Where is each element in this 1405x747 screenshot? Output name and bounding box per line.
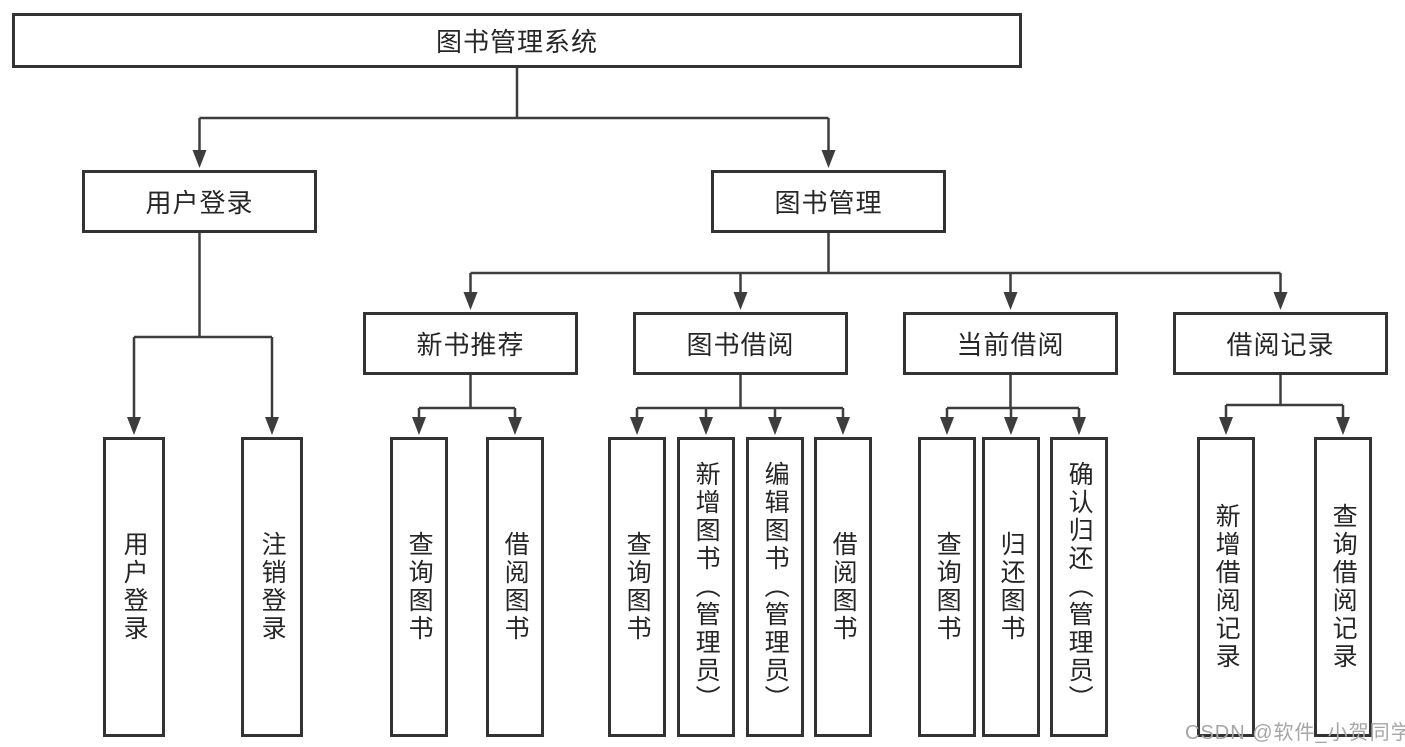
leaf-current-confirm-return-admin: 确认归还（管理员）: [1050, 437, 1108, 737]
leaf-records-query-borrow-record-label: 查询借阅记录: [1329, 503, 1358, 671]
node-root-system: 图书管理系统: [12, 13, 1022, 68]
leaf-current-query-books: 查询图书: [918, 437, 976, 737]
leaf-newbooks-borrow-books: 借阅图书: [486, 437, 544, 737]
leaf-borrowing-query-books: 查询图书: [608, 437, 666, 737]
leaf-borrowing-borrow-books-label: 借阅图书: [829, 531, 858, 643]
leaf-borrowing-borrow-books: 借阅图书: [814, 437, 872, 737]
leaf-current-query-books-label: 查询图书: [933, 531, 962, 643]
node-borrow-records-label: 借阅记录: [1226, 330, 1335, 360]
leaf-user-login-label: 用户登录: [120, 531, 149, 643]
leaf-borrowing-add-books-admin: 新增图书（管理员）: [677, 437, 735, 737]
leaf-records-add-borrow-record-label: 新增借阅记录: [1212, 503, 1241, 671]
leaf-newbooks-query-books: 查询图书: [390, 437, 448, 737]
node-current-borrowing-label: 当前借阅: [956, 330, 1065, 360]
node-book-borrowing-label: 图书借阅: [686, 330, 795, 360]
leaf-logout-label: 注销登录: [258, 531, 287, 643]
node-book-management: 图书管理: [711, 170, 946, 233]
node-book-management-label: 图书管理: [774, 188, 883, 218]
leaf-newbooks-borrow-books-label: 借阅图书: [501, 531, 530, 643]
node-book-borrowing: 图书借阅: [633, 312, 848, 375]
node-user-login: 用户登录: [82, 170, 317, 233]
leaf-records-add-borrow-record: 新增借阅记录: [1197, 437, 1255, 737]
leaf-borrowing-edit-books-admin: 编辑图书（管理员）: [746, 437, 804, 737]
leaf-records-query-borrow-record: 查询借阅记录: [1314, 437, 1372, 737]
leaf-current-return-books: 归还图书: [982, 437, 1040, 737]
leaf-borrowing-query-books-label: 查询图书: [623, 531, 652, 643]
leaf-newbooks-query-books-label: 查询图书: [405, 531, 434, 643]
node-root-label: 图书管理系统: [435, 27, 598, 57]
node-current-borrowing: 当前借阅: [903, 312, 1118, 375]
node-new-book-recommend-label: 新书推荐: [416, 330, 525, 360]
node-borrow-records: 借阅记录: [1173, 312, 1388, 375]
csdn-watermark: CSDN @软件_小贺同学: [1185, 722, 1405, 744]
leaf-borrowing-add-books-admin-label: 新增图书（管理员）: [692, 461, 721, 713]
node-new-book-recommend: 新书推荐: [363, 312, 578, 375]
leaf-logout: 注销登录: [241, 437, 303, 737]
node-user-login-label: 用户登录: [145, 188, 254, 218]
leaf-current-return-books-label: 归还图书: [997, 531, 1026, 643]
leaf-current-confirm-return-admin-label: 确认归还（管理员）: [1065, 461, 1094, 713]
leaf-user-login: 用户登录: [103, 437, 165, 737]
leaf-borrowing-edit-books-admin-label: 编辑图书（管理员）: [761, 461, 790, 713]
